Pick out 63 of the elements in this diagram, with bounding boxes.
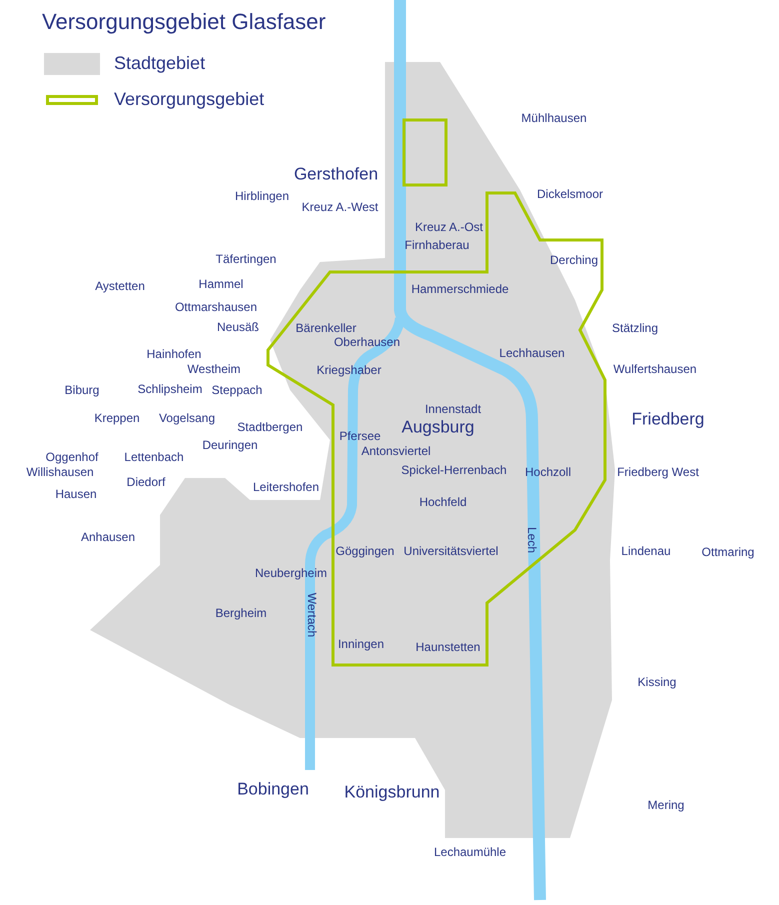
place-name: Friedberg: [632, 410, 704, 428]
place-name: Göggingen: [336, 545, 394, 557]
place-name: Lettenbach: [124, 451, 184, 463]
place-name: Stadtbergen: [237, 421, 303, 433]
legend-label: Stadtgebiet: [114, 52, 206, 75]
place-name: Mering: [648, 799, 684, 811]
place-name: Neubergheim: [254, 567, 328, 579]
legend-label: Versorgungsgebiet: [114, 88, 264, 111]
place-name: Lechhausen: [499, 347, 565, 359]
place-name: Lechaumühle: [434, 846, 506, 858]
place-name: Firnhaberau: [404, 239, 470, 251]
place-name: Wulfertshausen: [613, 363, 697, 375]
place-name: Hochzoll: [524, 466, 572, 478]
place-name: Biburg: [64, 384, 100, 396]
place-name: Lindenau: [621, 545, 671, 557]
place-name: Gersthofen: [294, 166, 378, 182]
place-name: Stätzling: [612, 322, 658, 334]
place-name: Kissing: [638, 676, 676, 688]
place-name: Täfertingen: [216, 253, 276, 265]
place-name: Kreppen: [94, 412, 140, 424]
place-name: Bergheim: [215, 607, 267, 619]
place-name: Ottmaring: [702, 546, 754, 558]
place-name: Oggenhof: [46, 451, 98, 463]
place-name: Derching: [550, 254, 598, 266]
place-name: Kreuz A.-West: [302, 201, 378, 213]
place-name: Steppach: [212, 384, 262, 396]
place-name: Pfersee: [339, 430, 381, 442]
place-name: Neusäß: [216, 321, 260, 333]
place-name: Innenstadt: [424, 403, 482, 415]
place-name: Diedorf: [126, 476, 166, 488]
place-name: Oberhausen: [334, 336, 400, 348]
place-name: Inningen: [338, 638, 384, 650]
place-name: Willishausen: [26, 466, 94, 478]
place-name: Westheim: [187, 363, 241, 375]
place-name: Universitätsviertel: [404, 545, 498, 557]
river-name: Lech: [526, 526, 538, 554]
place-name: Dickelsmoor: [537, 188, 603, 200]
place-name: Kreuz A.-Ost: [414, 221, 484, 233]
place-name: Königsbrunn: [344, 784, 440, 800]
place-name: Aystetten: [95, 280, 145, 292]
place-name: Schlipsheim: [138, 383, 202, 395]
place-name: Haunstetten: [416, 641, 480, 653]
place-name: Antonsviertel: [361, 445, 431, 457]
river-name: Wertach: [306, 592, 318, 638]
place-name: Hausen: [55, 488, 97, 500]
place-name: Augsburg: [402, 418, 474, 436]
place-name: Deuringen: [202, 439, 258, 451]
place-name: Hochfeld: [419, 496, 467, 508]
place-name: Kriegshaber: [316, 364, 382, 376]
place-name: Mühlhausen: [521, 112, 587, 124]
place-name: Bobingen: [237, 780, 309, 798]
place-name: Spickel-Herrenbach: [401, 464, 507, 476]
place-name: Vogelsang: [158, 412, 216, 424]
map-title: Versorgungsgebiet Glasfaser: [42, 8, 326, 36]
place-name: Ottmarshausen: [174, 301, 258, 313]
place-name: Leitershofen: [252, 481, 320, 493]
place-name: Hirblingen: [234, 190, 290, 202]
place-name: Hammel: [198, 278, 244, 290]
place-name: Anhausen: [80, 531, 136, 543]
place-name: Hainhofen: [146, 348, 202, 360]
place-name: Hammerschmiede: [411, 283, 509, 295]
place-name: Friedberg West: [617, 466, 699, 478]
place-name: Bärenkeller: [296, 322, 356, 334]
